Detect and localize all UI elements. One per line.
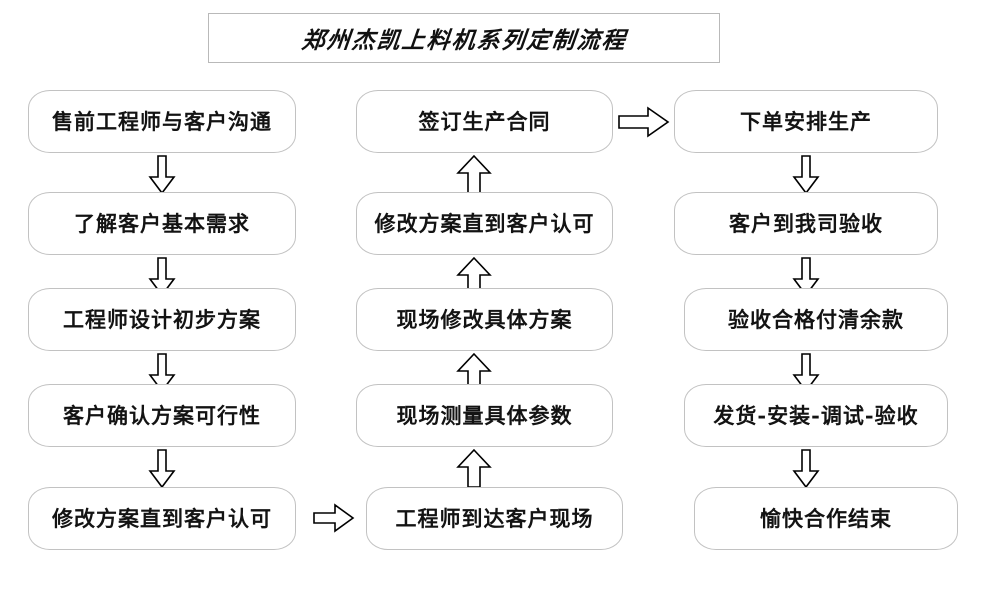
- node-label: 工程师设计初步方案: [63, 307, 261, 332]
- arrow-down-icon: [148, 155, 176, 195]
- node-label: 售前工程师与客户沟通: [52, 109, 272, 134]
- arrow-down-icon: [792, 257, 820, 297]
- node-happy-cooperation-end[interactable]: 愉快合作结束: [694, 487, 958, 550]
- arrow-right-icon: [618, 106, 670, 138]
- node-sign-production-contract[interactable]: 签订生产合同: [356, 90, 613, 153]
- arrow-up-icon: [456, 155, 492, 195]
- node-label: 客户到我司验收: [729, 211, 883, 236]
- arrow-down-icon: [148, 257, 176, 297]
- node-place-order-schedule-production[interactable]: 下单安排生产: [674, 90, 938, 153]
- node-pay-balance-after-acceptance[interactable]: 验收合格付清余款: [684, 288, 948, 351]
- diagram-title-banner: 郑州杰凯上料机系列定制流程: [208, 13, 720, 63]
- node-customer-confirm-feasibility[interactable]: 客户确认方案可行性: [28, 384, 296, 447]
- node-revise-until-approved-col2[interactable]: 修改方案直到客户认可: [356, 192, 613, 255]
- node-label: 签订生产合同: [418, 109, 551, 134]
- node-ship-install-debug-accept[interactable]: 发货-安装-调试-验收: [684, 384, 948, 447]
- node-label: 工程师到达客户现场: [395, 506, 594, 531]
- node-onsite-revise-plan[interactable]: 现场修改具体方案: [356, 288, 613, 351]
- node-label: 下单安排生产: [740, 109, 872, 134]
- node-customer-inspection-at-factory[interactable]: 客户到我司验收: [674, 192, 938, 255]
- arrow-down-icon: [792, 449, 820, 489]
- arrow-right-icon: [313, 503, 355, 533]
- node-revise-until-approved-col1[interactable]: 修改方案直到客户认可: [28, 487, 296, 550]
- arrow-down-icon: [148, 353, 176, 393]
- node-label: 验收合格付清余款: [728, 307, 904, 332]
- arrow-down-icon: [148, 449, 176, 489]
- diagram-title: 郑州杰凯上料机系列定制流程: [299, 27, 628, 54]
- node-understand-basic-needs[interactable]: 了解客户基本需求: [28, 192, 296, 255]
- arrow-up-icon: [456, 449, 492, 489]
- arrow-down-icon: [792, 353, 820, 393]
- arrow-down-icon: [792, 155, 820, 195]
- node-sales-engineer-communicate[interactable]: 售前工程师与客户沟通: [28, 90, 296, 153]
- node-label: 修改方案直到客户认可: [374, 211, 595, 236]
- node-onsite-measure-parameters[interactable]: 现场测量具体参数: [356, 384, 613, 447]
- node-label: 了解客户基本需求: [74, 211, 250, 236]
- node-label: 现场修改具体方案: [396, 307, 573, 332]
- node-label: 发货-安装-调试-验收: [713, 403, 919, 428]
- node-label: 客户确认方案可行性: [63, 403, 261, 428]
- node-label: 修改方案直到客户认可: [52, 506, 272, 531]
- node-engineer-arrives-onsite[interactable]: 工程师到达客户现场: [366, 487, 623, 550]
- node-engineer-initial-design[interactable]: 工程师设计初步方案: [28, 288, 296, 351]
- node-label: 现场测量具体参数: [396, 403, 573, 428]
- node-label: 愉快合作结束: [760, 506, 892, 531]
